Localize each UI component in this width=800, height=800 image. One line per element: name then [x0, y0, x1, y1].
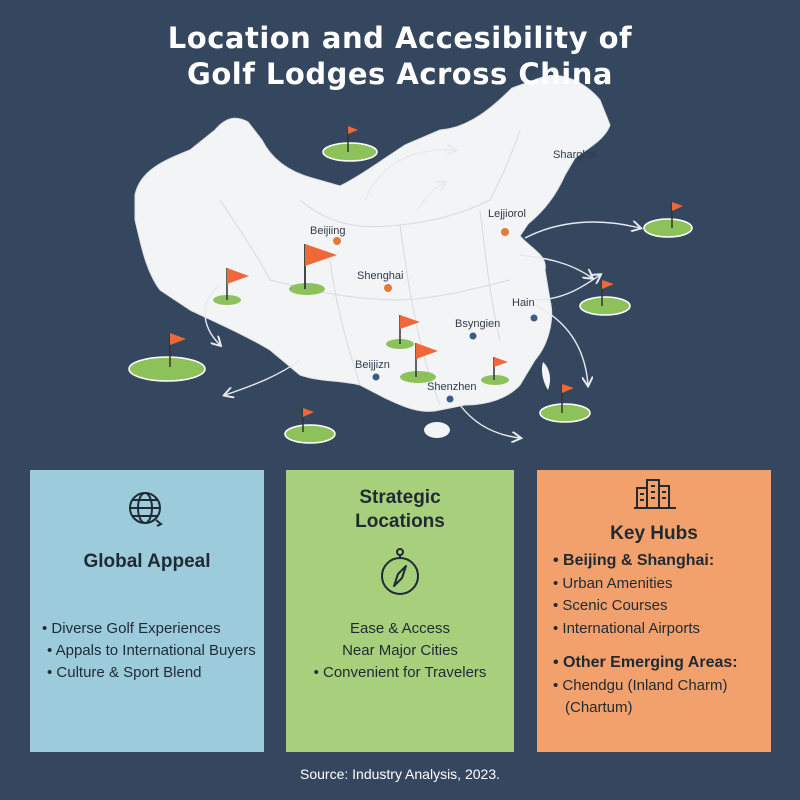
list-item: • Convenient for Travelers: [313, 664, 487, 681]
golf-green-10: [400, 343, 438, 383]
strategic-title-line-1: Strategic: [359, 487, 441, 508]
globe-icon: [129, 492, 163, 527]
list-item: • Appals to International Buyers: [47, 642, 256, 659]
compass-icon: [381, 548, 419, 595]
city-label-shenghai: Shenghai: [357, 270, 404, 282]
golf-green-1: [322, 126, 378, 162]
list-item: • Chendgu (Inland Charm): [553, 676, 728, 694]
hub-group-heading: • Other Emerging Areas:: [553, 654, 738, 671]
global-appeal-bullets: • Diverse Golf Experiences • Appals to I…: [30, 618, 264, 684]
list-item: • Diverse Golf Experiences: [42, 620, 221, 637]
title-line-1: Location and Accesibility of: [167, 21, 633, 55]
list-item: • International Airports: [553, 619, 700, 637]
city-label-bsyngien: Bsyngien: [455, 318, 500, 330]
source-note: Source: Industry Analysis, 2023.: [300, 766, 500, 782]
city-label-beijjizn: Beijjizn: [355, 359, 390, 371]
list-item: Ease & Access: [349, 620, 451, 637]
golf-green-8: [289, 244, 337, 295]
golf-green-7: [213, 268, 249, 305]
key-hubs-card: Key Hubs • Beijing & Shanghai: • Urban A…: [537, 470, 771, 752]
city-label-hain: Hain: [512, 297, 535, 309]
strategic-locations-card: Strategic Locations Ease & Access Near M…: [286, 470, 514, 752]
list-item: Near Major Cities: [342, 642, 458, 659]
access-arrows: [204, 150, 640, 438]
title-line-2: Golf Lodges Across China: [187, 57, 613, 91]
china-map: Beijiing Shenghai Lejjiorol Sharghai Hai…: [128, 74, 693, 444]
hub-group-heading: • Beijing & Shanghai:: [553, 552, 715, 569]
golf-green-11: [481, 357, 509, 385]
city-label-shenzhen: Shenzhen: [427, 381, 477, 393]
key-hubs-list: • Beijing & Shanghai: • Urban Amenities …: [553, 550, 765, 720]
list-item: • Culture & Sport Blend: [47, 664, 202, 681]
taiwan-island: [541, 362, 551, 390]
city-label-lejjiorol: Lejjiorol: [488, 208, 526, 220]
golf-green-6: [284, 408, 336, 444]
strategic-locations-bullets: Ease & Access Near Major Cities • Conven…: [286, 618, 514, 684]
golf-green-9: [386, 315, 420, 349]
city-label-sharghai: Sharghai: [553, 149, 597, 161]
city-label-beijiing: Beijiing: [310, 225, 345, 237]
golf-green-4: [539, 384, 591, 423]
list-item: • Scenic Courses: [553, 597, 668, 614]
key-hubs-title: Key Hubs: [610, 523, 698, 544]
strategic-title-line-2: Locations: [355, 511, 445, 532]
golf-green-2: [643, 202, 693, 238]
page-title: Location and Accesibility of Golf Lodges…: [0, 20, 800, 92]
city-buildings-icon: [634, 479, 676, 509]
golf-green-5: [128, 333, 206, 382]
golf-green-3: [579, 280, 631, 316]
strategic-locations-title: Strategic Locations: [286, 486, 514, 534]
city-dots: [333, 228, 538, 403]
hainan-island: [424, 422, 450, 438]
global-appeal-title: Global Appeal: [83, 551, 211, 572]
global-appeal-card: Global Appeal • Diverse Golf Experiences…: [30, 470, 264, 752]
list-item: (Chartum): [565, 699, 633, 716]
china-landmass: [134, 74, 611, 412]
list-item: • Urban Amenities: [553, 574, 673, 592]
